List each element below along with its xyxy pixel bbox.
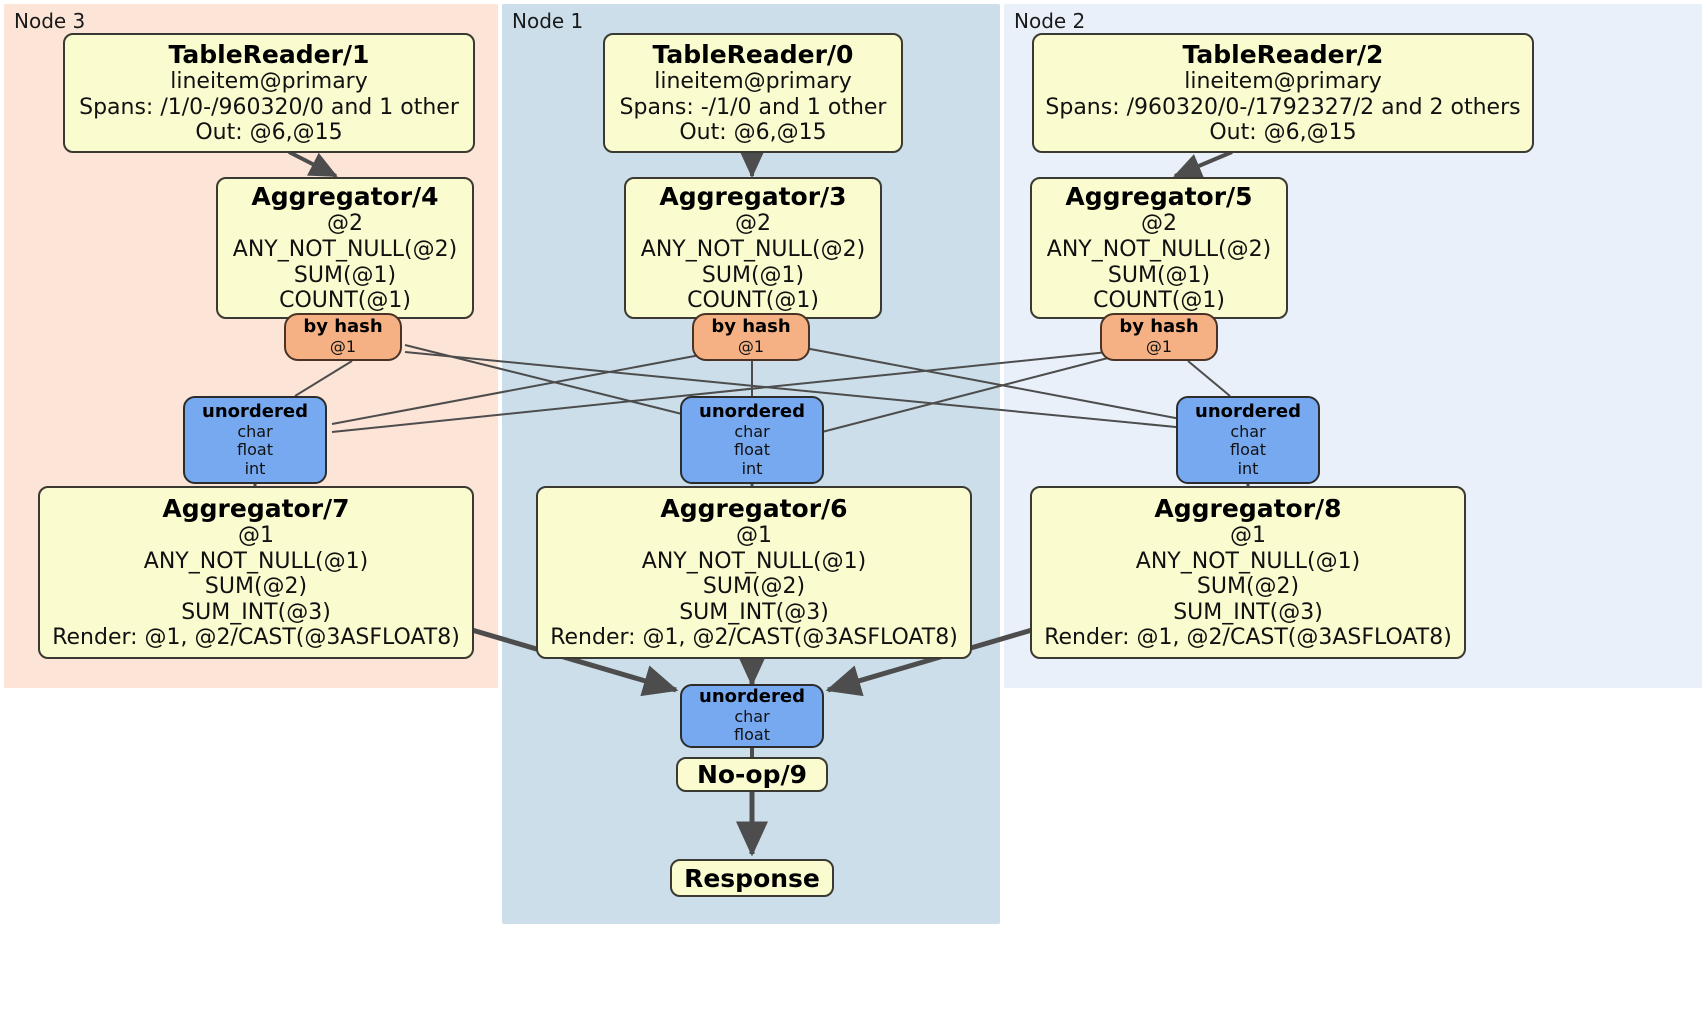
node-agg-0: ANY_NOT_NULL(@2)	[1046, 236, 1272, 262]
synchronizer-unordered-8[interactable]: unordered char float int	[1176, 396, 1320, 484]
table-reader-2[interactable]: TableReader/2 lineitem@primary Spans: /9…	[1032, 33, 1534, 153]
sync-type-0: char	[237, 421, 273, 441]
router-title: by hash	[1119, 316, 1199, 338]
no-op-9[interactable]: No-op/9	[676, 757, 828, 792]
node-title: Aggregator/8	[1154, 494, 1342, 524]
node-agg-0: ANY_NOT_NULL(@1)	[143, 548, 369, 574]
router-title: by hash	[303, 316, 383, 338]
node-panel-label-node3: Node 3	[14, 9, 86, 33]
sync-type-1: float	[734, 440, 770, 460]
node-group: @2	[735, 211, 771, 237]
node-agg-0: ANY_NOT_NULL(@1)	[1135, 548, 1361, 574]
node-render: Render: @1, @2/CAST(@3ASFLOAT8)	[550, 625, 958, 651]
sync-type-1: float	[237, 440, 273, 460]
node-agg-2: COUNT(@1)	[1093, 288, 1225, 314]
sync-title: unordered	[699, 686, 805, 708]
node-title: TableReader/2	[1182, 40, 1384, 70]
node-title: Aggregator/7	[162, 494, 350, 524]
router-by-hash-4[interactable]: by hash @1	[284, 313, 402, 361]
node-group: @1	[238, 523, 274, 549]
sync-type-1: float	[734, 725, 770, 745]
node-agg-0: ANY_NOT_NULL(@2)	[232, 236, 458, 262]
node-title: TableReader/0	[652, 40, 854, 70]
node-title: No-op/9	[696, 760, 808, 789]
node-out: Out: @6,@15	[1209, 120, 1357, 146]
node-agg-2: SUM_INT(@3)	[1173, 599, 1323, 625]
router-column: @1	[329, 337, 357, 357]
node-agg-2: SUM_INT(@3)	[181, 599, 331, 625]
aggregator-5[interactable]: Aggregator/5 @2 ANY_NOT_NULL(@2) SUM(@1)…	[1030, 177, 1288, 319]
router-column: @1	[1145, 337, 1173, 357]
node-spans: Spans: /960320/0-/1792327/2 and 2 others	[1045, 94, 1521, 120]
sync-type-2: int	[244, 458, 266, 478]
router-by-hash-5[interactable]: by hash @1	[1100, 313, 1218, 361]
node-title: Aggregator/4	[251, 182, 439, 212]
node-agg-1: SUM(@1)	[293, 262, 397, 288]
node-panel-label-node2: Node 2	[1014, 9, 1086, 33]
node-render: Render: @1, @2/CAST(@3ASFLOAT8)	[1044, 625, 1452, 651]
sync-title: unordered	[202, 400, 308, 422]
aggregator-4[interactable]: Aggregator/4 @2 ANY_NOT_NULL(@2) SUM(@1)…	[216, 177, 474, 319]
synchronizer-unordered-7[interactable]: unordered char float int	[183, 396, 327, 484]
node-agg-1: SUM(@2)	[702, 574, 806, 600]
node-table: lineitem@primary	[654, 69, 852, 95]
node-group: @1	[1230, 523, 1266, 549]
node-group: @2	[1141, 211, 1177, 237]
aggregator-6[interactable]: Aggregator/6 @1 ANY_NOT_NULL(@1) SUM(@2)…	[536, 486, 972, 659]
node-table: lineitem@primary	[170, 69, 368, 95]
node-render: Render: @1, @2/CAST(@3ASFLOAT8)	[52, 625, 460, 651]
node-agg-2: COUNT(@1)	[279, 288, 411, 314]
node-title: Aggregator/3	[659, 182, 847, 212]
sync-type-1: float	[1230, 440, 1266, 460]
node-title: TableReader/1	[168, 40, 370, 70]
sync-type-0: char	[1230, 421, 1266, 441]
router-title: by hash	[711, 316, 791, 338]
node-agg-2: SUM_INT(@3)	[679, 599, 829, 625]
node-panel-label-node1: Node 1	[512, 9, 584, 33]
node-spans: Spans: -/1/0 and 1 other	[619, 94, 887, 120]
router-column: @1	[737, 337, 765, 357]
sync-type-2: int	[1237, 458, 1259, 478]
node-agg-1: SUM(@2)	[204, 574, 308, 600]
node-group: @1	[736, 523, 772, 549]
node-agg-1: SUM(@1)	[701, 262, 805, 288]
aggregator-7[interactable]: Aggregator/7 @1 ANY_NOT_NULL(@1) SUM(@2)…	[38, 486, 474, 659]
sync-type-0: char	[734, 706, 770, 726]
sync-type-2: int	[741, 458, 763, 478]
table-reader-1[interactable]: TableReader/1 lineitem@primary Spans: /1…	[63, 33, 475, 153]
node-agg-1: SUM(@2)	[1196, 574, 1300, 600]
node-agg-2: COUNT(@1)	[687, 288, 819, 314]
node-title: Response	[684, 863, 820, 893]
node-title: Aggregator/6	[660, 494, 848, 524]
router-by-hash-3[interactable]: by hash @1	[692, 313, 810, 361]
node-spans: Spans: /1/0-/960320/0 and 1 other	[79, 94, 459, 120]
aggregator-3[interactable]: Aggregator/3 @2 ANY_NOT_NULL(@2) SUM(@1)…	[624, 177, 882, 319]
sync-title: unordered	[1195, 400, 1301, 422]
node-out: Out: @6,@15	[679, 120, 827, 146]
synchronizer-unordered-final[interactable]: unordered char float	[680, 684, 824, 748]
node-agg-1: SUM(@1)	[1107, 262, 1211, 288]
response[interactable]: Response	[670, 859, 834, 897]
node-agg-0: ANY_NOT_NULL(@1)	[641, 548, 867, 574]
node-agg-0: ANY_NOT_NULL(@2)	[640, 236, 866, 262]
sync-title: unordered	[699, 400, 805, 422]
sync-type-0: char	[734, 421, 770, 441]
node-out: Out: @6,@15	[195, 120, 343, 146]
aggregator-8[interactable]: Aggregator/8 @1 ANY_NOT_NULL(@1) SUM(@2)…	[1030, 486, 1466, 659]
synchronizer-unordered-6[interactable]: unordered char float int	[680, 396, 824, 484]
node-group: @2	[327, 211, 363, 237]
table-reader-0[interactable]: TableReader/0 lineitem@primary Spans: -/…	[603, 33, 903, 153]
node-table: lineitem@primary	[1184, 69, 1382, 95]
node-title: Aggregator/5	[1065, 182, 1253, 212]
